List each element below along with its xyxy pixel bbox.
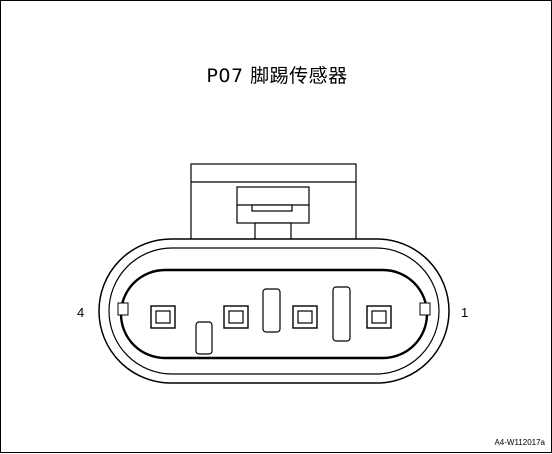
rib-left [262,288,281,333]
rib-right [332,286,351,342]
connector-lock-tab [190,163,357,242]
connector-key-right [419,302,431,316]
pin-label-left: 4 [77,305,85,320]
pin-cavity-1 [366,305,392,329]
connector-key-left [117,302,129,316]
pin-label-right: 1 [461,305,469,320]
figure-code: A4-W112017a [494,438,545,447]
connector-housing-inner [108,247,440,375]
pin-cavity-4 [150,305,176,329]
polarization-slot [195,321,213,355]
pin-cavity-3 [223,305,249,329]
diagram-title: P07 脚踢传感器 [206,65,348,87]
pin-cavity-2 [292,305,318,329]
